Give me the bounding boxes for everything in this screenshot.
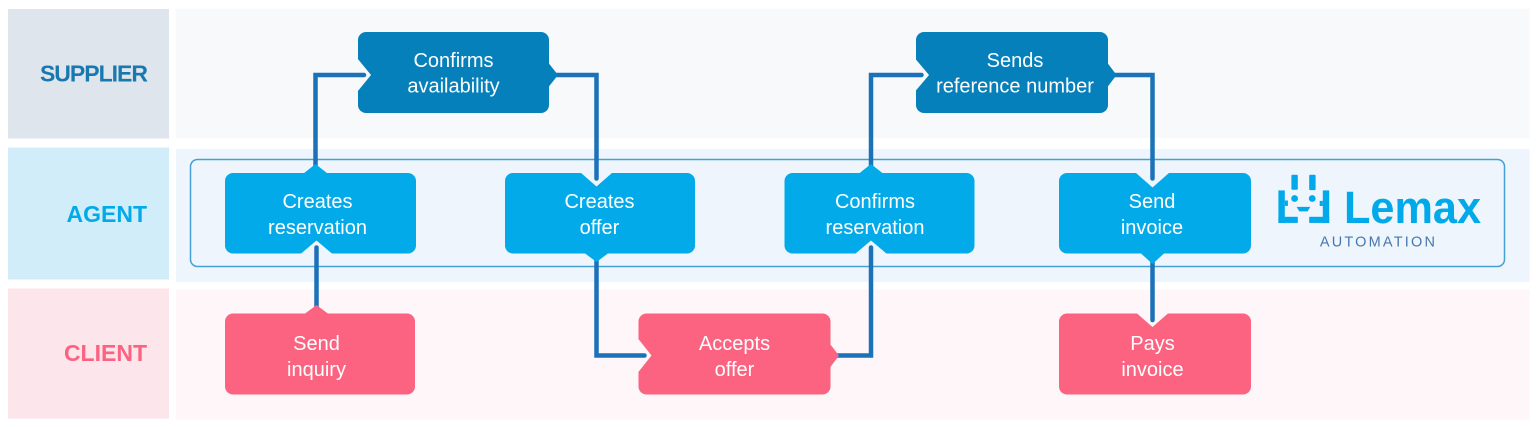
svg-text:SUPPLIER: SUPPLIER xyxy=(40,61,148,87)
svg-text:Creates: Creates xyxy=(564,191,634,213)
svg-text:Send: Send xyxy=(293,333,340,355)
svg-text:AGENT: AGENT xyxy=(67,201,148,227)
svg-text:inquiry: inquiry xyxy=(287,359,346,381)
svg-text:CLIENT: CLIENT xyxy=(64,340,147,366)
svg-text:reservation: reservation xyxy=(826,217,925,239)
svg-text:offer: offer xyxy=(715,359,755,381)
svg-text:reservation: reservation xyxy=(268,217,367,239)
svg-text:invoice: invoice xyxy=(1121,217,1183,239)
svg-text:Confirms: Confirms xyxy=(413,50,493,72)
svg-text:Accepts: Accepts xyxy=(699,333,770,355)
svg-text:availability: availability xyxy=(407,76,499,98)
svg-text:Confirms: Confirms xyxy=(835,191,915,213)
svg-text:Creates: Creates xyxy=(282,191,352,213)
svg-text:offer: offer xyxy=(580,217,620,239)
svg-text:Lemax: Lemax xyxy=(1344,182,1481,233)
svg-text:AUTOMATION: AUTOMATION xyxy=(1320,235,1437,251)
svg-text:Sends: Sends xyxy=(987,50,1044,72)
svg-text:Send: Send xyxy=(1129,191,1176,213)
svg-text:Pays: Pays xyxy=(1130,333,1174,355)
svg-text:invoice: invoice xyxy=(1121,359,1183,381)
svg-text:reference number: reference number xyxy=(936,76,1094,98)
